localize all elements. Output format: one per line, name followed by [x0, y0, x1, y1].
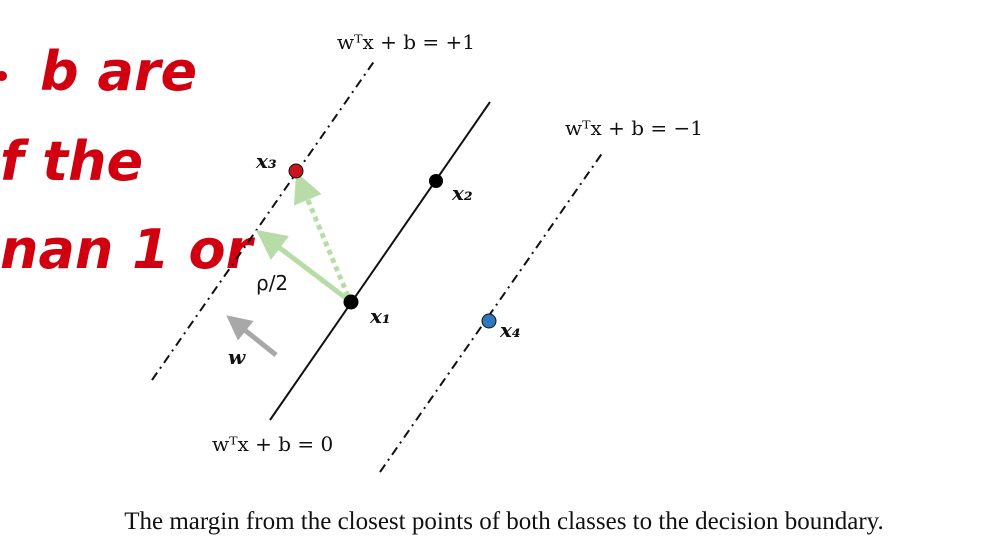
margin-arrow: [256, 229, 353, 304]
handwritten-annotation: b are f the nan 1 or: [0, 40, 256, 281]
label-rho-half: ρ/2: [256, 271, 288, 295]
annotation-line-3: nan 1 or: [0, 218, 256, 281]
negative-margin-line: [379, 151, 604, 473]
svm-margin-diagram: b are f the nan 1 or wᵀx + b = +1 wᵀx + …: [0, 30, 703, 473]
figure-caption: The margin from the closest points of bo…: [124, 508, 884, 535]
label-zero: wᵀx + b = 0: [212, 432, 333, 456]
w-vector-arrow: [226, 315, 278, 357]
annotation-line-1: b are: [40, 40, 197, 103]
label-x3: x₃: [255, 149, 277, 173]
label-x2: x₂: [451, 181, 473, 205]
label-x4: x₄: [499, 318, 521, 342]
point-x2: [429, 174, 443, 188]
positive-margin-line: [151, 59, 376, 381]
dotted-projection-arrow: [293, 172, 351, 297]
label-x1: x₁: [369, 304, 391, 328]
annotation-line-2: f the: [0, 130, 143, 193]
label-minus-one: wᵀx + b = −1: [565, 116, 703, 140]
label-plus-one: wᵀx + b = +1: [337, 30, 475, 54]
point-x1: [343, 294, 359, 310]
label-w: w: [228, 345, 246, 369]
decision-boundary-line: [269, 101, 491, 421]
point-x4: [481, 313, 497, 329]
point-x3: [288, 163, 304, 179]
